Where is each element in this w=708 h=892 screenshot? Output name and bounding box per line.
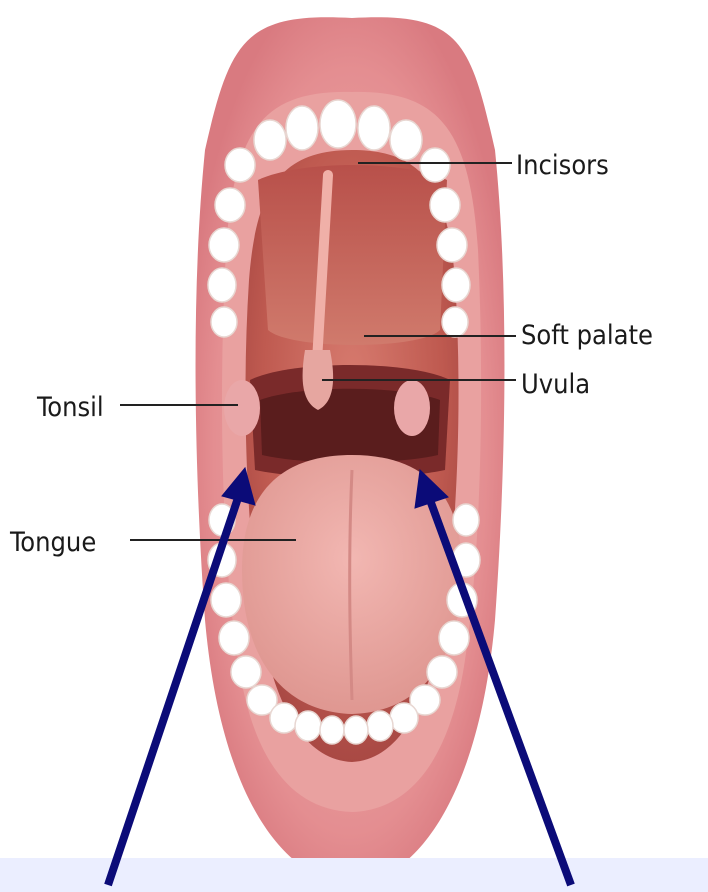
footer-band <box>0 858 708 892</box>
label-tonsil: Tonsil <box>37 394 104 421</box>
label-soft-palate: Soft palate <box>521 322 653 349</box>
label-uvula: Uvula <box>521 371 590 398</box>
hard-palate <box>258 165 447 345</box>
label-tongue: Tongue <box>10 529 96 556</box>
tonsil-left <box>224 380 260 436</box>
tonsil-right <box>394 380 430 436</box>
label-incisors: Incisors <box>516 152 609 179</box>
